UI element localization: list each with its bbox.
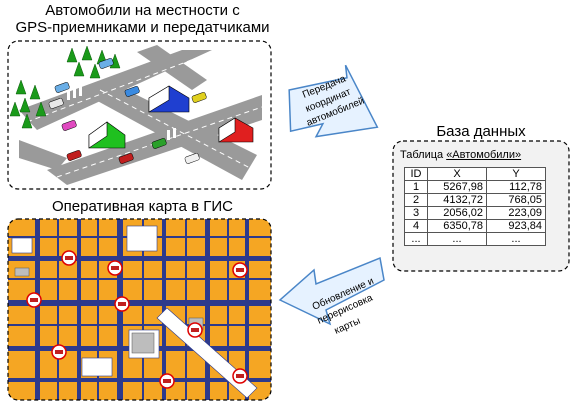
gis-map-illustration (7, 218, 272, 401)
scene-title-line1: Автомобили на местности с (45, 2, 240, 19)
houses (88, 85, 254, 149)
cell-x: ... (427, 232, 487, 246)
crosswalks (67, 86, 176, 140)
cell-id: 3 (404, 206, 428, 220)
db-title: База данных (436, 123, 526, 140)
table-row: 4 6350,78 923,84 (404, 219, 546, 233)
arrow-transmit-shape: Передача координат автомобилей (288, 64, 379, 138)
terrain-illustration (7, 40, 272, 190)
map-car-markers (26, 250, 248, 389)
cell-y: 768,05 (486, 193, 546, 207)
cell-x: 5267,98 (427, 180, 487, 194)
cell-x: 4132,72 (427, 193, 487, 207)
col-header-x: X (427, 167, 487, 181)
arrow-transmit: Передача координат автомобилей (280, 60, 390, 180)
cell-y: 923,84 (486, 219, 546, 233)
gis-map-panel (7, 218, 272, 401)
cell-id: ... (404, 232, 428, 246)
terrain-panel (7, 40, 272, 190)
table-row: 1 5267,98 112,78 (404, 180, 546, 194)
map-title: Оперативная карта в ГИС (52, 198, 233, 215)
table-row: 3 2056,02 223,09 (404, 206, 546, 220)
table-caption: Таблица «Автомобили» (400, 149, 521, 161)
cell-id: 2 (404, 193, 428, 207)
table-row: ... ... ... (404, 232, 546, 246)
col-header-id: ID (404, 167, 428, 181)
arrow-update: Обновление и перерисовка карты (276, 250, 388, 345)
cars (48, 58, 207, 164)
table-caption-name[interactable]: «Автомобили» (446, 149, 522, 161)
cars-table: ID X Y 1 5267,98 112,78 2 4132,72 768,05… (404, 167, 546, 246)
table-row: 2 4132,72 768,05 (404, 193, 546, 207)
table-caption-prefix: Таблица (400, 149, 447, 161)
cell-id: 1 (404, 180, 428, 194)
arrow-update-shape: Обновление и перерисовка карты (278, 256, 385, 337)
cell-y: ... (486, 232, 546, 246)
cell-x: 2056,02 (427, 206, 487, 220)
scene-title-line2: GPS-приемниками и передатчиками (15, 19, 270, 36)
cell-id: 4 (404, 219, 428, 233)
cell-x: 6350,78 (427, 219, 487, 233)
database-panel: Таблица «Автомобили» ID X Y 1 5267,98 11… (392, 140, 570, 272)
col-header-y: Y (486, 167, 546, 181)
trees (9, 45, 121, 129)
cell-y: 112,78 (486, 180, 546, 194)
table-header-row: ID X Y (404, 167, 546, 181)
cell-y: 223,09 (486, 206, 546, 220)
